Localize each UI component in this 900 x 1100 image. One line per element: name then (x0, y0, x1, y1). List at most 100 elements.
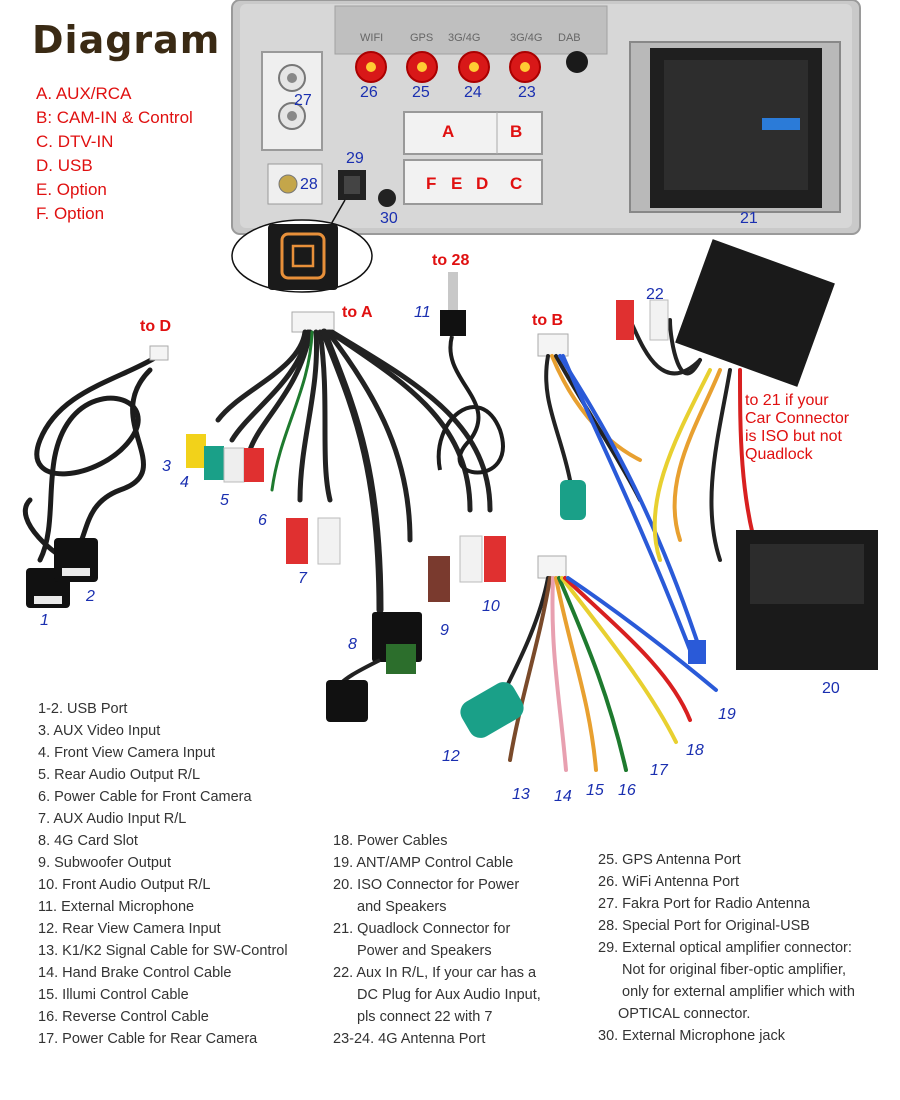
desc-item: 22. Aux In R/L, If your car has a (333, 965, 537, 981)
desc-item: 3. AUX Video Input (38, 723, 161, 739)
desc-item: 9. Subwoofer Output (38, 855, 171, 871)
label-18: 18 (686, 742, 704, 759)
desc-item: only for external amplifier which with (622, 984, 855, 1000)
optical-port-callout (231, 199, 373, 293)
rca-aux-harness (186, 311, 506, 722)
legend-item-e: E. Option (36, 180, 107, 199)
label-22: 22 (646, 286, 664, 303)
label-9: 9 (440, 622, 449, 639)
callout-to-b: to B (532, 312, 564, 329)
desc-item: pls connect 22 with 7 (357, 1009, 493, 1025)
label-5: 5 (220, 492, 229, 509)
connector-blocks (403, 111, 543, 205)
desc-item: 28. Special Port for Original-USB (598, 918, 810, 934)
legend-item-d: D. USB (36, 156, 93, 175)
desc-item: 21. Quadlock Connector for (333, 921, 511, 937)
connector-label-d: D (476, 174, 489, 193)
desc-item: 10. Front Audio Output R/L (38, 877, 211, 893)
label-3: 3 (162, 458, 171, 475)
description-column-2: 18. Power Cables 19. ANT/AMP Control Cab… (333, 830, 541, 1050)
label-8: 8 (348, 636, 357, 653)
label-14: 14 (554, 788, 572, 805)
desc-item: 4. Front View Camera Input (38, 745, 216, 761)
callout-to-a: to A (342, 304, 373, 321)
quadlock-socket (629, 41, 841, 213)
desc-item: 5. Rear Audio Output R/L (38, 767, 201, 783)
callout-to-28: to 28 (432, 252, 470, 269)
external-microphone-cable (436, 272, 505, 475)
label-13: 13 (512, 786, 530, 803)
desc-item: 20. ISO Connector for Power (333, 877, 520, 893)
desc-item: 8. 4G Card Slot (38, 833, 138, 849)
desc-item: 18. Power Cables (333, 833, 448, 849)
desc-item: 7. AUX Audio Input R/L (38, 811, 187, 827)
desc-item: 17. Power Cable for Rear Camera (38, 1031, 258, 1047)
connector-label-a: A (442, 122, 455, 141)
desc-item: 1-2. USB Port (38, 701, 128, 717)
callout-to-d: to D (140, 318, 172, 335)
label-2: 2 (86, 588, 95, 605)
panel-label-wifi: WIFI (360, 32, 384, 44)
label-20: 20 (822, 680, 840, 697)
label-4: 4 (180, 474, 189, 491)
label-26: 26 (360, 84, 378, 101)
camera-control-harness (537, 333, 706, 664)
iso-note-line: is ISO but not (745, 428, 842, 445)
label-19: 19 (718, 706, 736, 723)
desc-item: 6. Power Cable for Front Camera (38, 789, 252, 805)
description-column-3: 25. GPS Antenna Port 26. WiFi Antenna Po… (598, 849, 855, 1047)
connector-label-f: F (426, 174, 437, 193)
antenna-ports (355, 51, 588, 83)
desc-item: and Speakers (357, 899, 447, 915)
desc-item: 14. Hand Brake Control Cable (38, 965, 232, 981)
desc-item: OPTICAL connector. (618, 1006, 751, 1022)
label-24: 24 (464, 84, 482, 101)
legend-item-a: A. AUX/RCA (36, 84, 132, 103)
label-15: 15 (586, 782, 604, 799)
legend-item-f: F. Option (36, 204, 105, 223)
desc-item: 13. K1/K2 Signal Cable for SW-Control (38, 943, 288, 959)
desc-item: 12. Rear View Camera Input (38, 921, 221, 937)
desc-item: 27. Fakra Port for Radio Antenna (598, 896, 810, 912)
rear-camera-harness (460, 555, 718, 772)
label-7: 7 (298, 570, 307, 587)
port-legend: A. AUX/RCA B: CAM-IN & Control C. DTV-IN… (36, 82, 193, 226)
panel-label-dab: DAB (558, 32, 581, 44)
iso-note-line: Quadlock (745, 446, 813, 463)
connector-label-e: E (451, 174, 463, 193)
iso-note-line: to 21 if your (745, 392, 829, 409)
desc-item: Not for original fiber-optic amplifier, (622, 962, 847, 978)
label-21: 21 (740, 210, 758, 227)
desc-item: 26. WiFi Antenna Port (598, 874, 740, 890)
label-16: 16 (618, 782, 636, 799)
legend-item-b: B: CAM-IN & Control (36, 108, 193, 127)
desc-item: 30. External Microphone jack (598, 1028, 785, 1044)
label-25: 25 (412, 84, 430, 101)
panel-label-4g-b: 3G/4G (510, 32, 543, 44)
desc-item: 29. External optical amplifier connector… (598, 940, 852, 956)
label-10: 10 (482, 598, 500, 615)
legend-item-c: C. DTV-IN (36, 132, 114, 151)
panel-label-4g-a: 3G/4G (448, 32, 481, 44)
usb-cable (22, 353, 161, 563)
label-6: 6 (258, 512, 267, 529)
desc-item: 16. Reverse Control Cable (38, 1009, 209, 1025)
panel-label-gps: GPS (410, 32, 434, 44)
label-30: 30 (380, 210, 398, 227)
label-17: 17 (650, 762, 668, 779)
iso-note-line: Car Connector (745, 410, 850, 427)
desc-item: 11. External Microphone (38, 899, 195, 915)
desc-item: Power and Speakers (357, 943, 492, 959)
iso-power-harness (616, 239, 878, 670)
label-12: 12 (442, 748, 460, 765)
label-23: 23 (518, 84, 536, 101)
desc-item: 23-24. 4G Antenna Port (333, 1031, 486, 1047)
label-11: 11 (414, 304, 431, 321)
head-unit-back-panel (231, 0, 861, 235)
page-title: Diagram (32, 18, 221, 62)
label-1: 1 (40, 612, 49, 629)
label-29: 29 (346, 150, 364, 167)
connector-label-b: B (510, 122, 523, 141)
label-27: 27 (294, 92, 312, 109)
